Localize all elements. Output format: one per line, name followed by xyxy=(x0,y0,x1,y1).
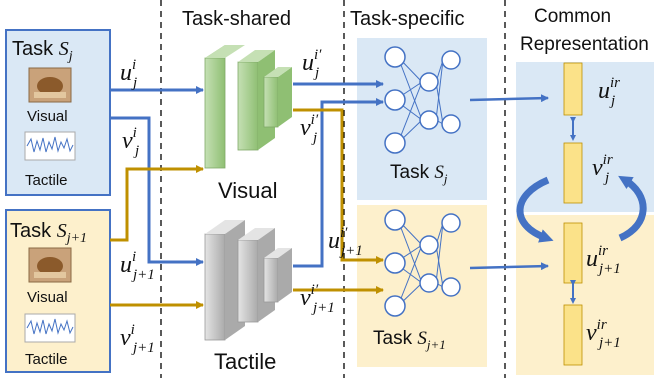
u-j1-input-arrow xyxy=(110,165,204,242)
tactile-encoder xyxy=(204,220,292,341)
heading-common-line1: Common xyxy=(534,6,611,27)
rep-bar-u-j xyxy=(563,62,583,116)
neural-net-j1 xyxy=(384,209,461,317)
u-j1-feature-arrow xyxy=(293,108,384,264)
task-j1-box: Task Sj+1 Visual Tactile xyxy=(5,209,111,373)
cross-task-arrow-right xyxy=(618,175,647,242)
visual-encoder xyxy=(204,45,292,169)
visual-thumbnail xyxy=(28,67,72,103)
visual-encoder-label: Visual xyxy=(218,178,278,203)
symbol-u-j1-ip: ui′j+1 xyxy=(328,225,363,259)
task-j1-tactile-label: Tactile xyxy=(25,351,68,368)
rep-j1-panel xyxy=(516,215,654,375)
head-j1-output-arrow xyxy=(469,262,549,271)
task-j-tactile-label: Tactile xyxy=(25,172,68,189)
v-j-feature-arrow xyxy=(293,98,384,268)
task-j-box: Task Sj Visual Tactile xyxy=(5,29,111,196)
head-j-label: Task Sj xyxy=(390,162,448,186)
heading-common-line2: Representation xyxy=(520,34,649,55)
rep-bar-v-j xyxy=(563,142,583,204)
head-j-output-arrow xyxy=(469,94,549,103)
svg-text:Task Sj: Task Sj xyxy=(12,38,73,64)
task-j-visual-label: Visual xyxy=(27,108,68,125)
heading-task-specific: Task-specific xyxy=(350,8,464,30)
cross-task-arrow-left xyxy=(516,176,554,243)
rep-bar-u-j1 xyxy=(563,222,583,284)
rep-bar-v-j1 xyxy=(563,304,583,366)
svg-text:Task Sj+1: Task Sj+1 xyxy=(10,220,87,246)
head-j1-label: Task Sj+1 xyxy=(373,328,446,352)
task-j1-visual-label: Visual xyxy=(27,289,68,306)
symbol-v-j1-ip: vi′j+1 xyxy=(300,282,335,316)
symbol-v-j-ip: vi′j xyxy=(300,112,319,146)
symbol-u-j-ip: ui′j xyxy=(302,47,322,81)
tactile-thumbnail xyxy=(24,131,76,161)
visual-thumbnail xyxy=(28,247,72,283)
tactile-thumbnail xyxy=(24,313,76,343)
tactile-encoder-label: Tactile xyxy=(214,349,276,374)
neural-net-j xyxy=(384,46,461,154)
heading-task-shared: Task-shared xyxy=(182,8,291,30)
v-j-input-arrow xyxy=(110,116,204,266)
